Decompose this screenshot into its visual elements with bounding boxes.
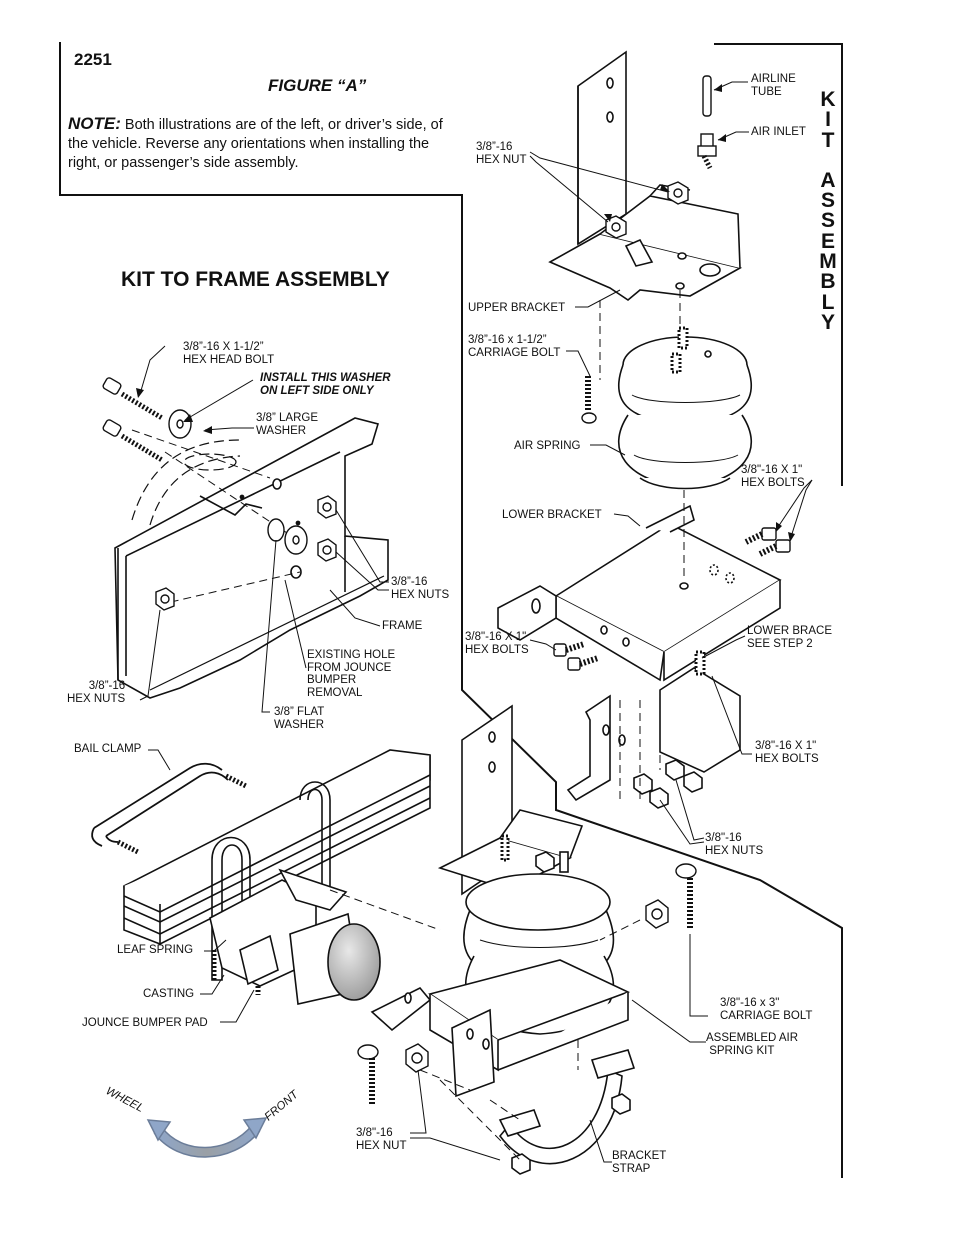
carriage-bolt-upper — [581, 376, 597, 424]
section-title: KIT TO FRAME ASSEMBLY — [121, 268, 390, 291]
side-title-letter: E — [820, 229, 835, 253]
label-large-washer: 3/8” LARGE WASHER — [256, 412, 318, 437]
side-title-letter: B — [820, 270, 836, 294]
assembled-leader-lines — [410, 934, 708, 1163]
figure-title: FIGURE “A” — [268, 76, 367, 95]
label-upper-bracket: UPPER BRACKET — [468, 302, 566, 314]
label-carriage-bolt-short: 3/8”-16 x 1-1/2” CARRIAGE BOLT — [468, 334, 561, 359]
page-number: 2251 — [74, 50, 112, 69]
assembled-upper-bracket — [437, 704, 584, 897]
frame-rail — [114, 417, 389, 699]
label-hex-nuts-frame: 3/8”-16 HEX NUTS — [391, 576, 450, 601]
assembled-dash-lines — [329, 889, 641, 1161]
label-hex-nuts-brace: 3/8"-16 HEX NUTS — [705, 832, 764, 857]
side-title-letter: A — [820, 168, 836, 192]
kit-box-border — [714, 43, 843, 486]
hex-head-bolt — [102, 377, 164, 463]
label-assembled-kit: ASSEMBLED AIR SPRING KIT — [706, 1032, 799, 1057]
assembled-lower-bracket — [370, 959, 631, 1098]
label-carriage-bolt-long: 3/8"-16 x 3" CARRIAGE BOLT — [720, 997, 813, 1022]
label-hex-bolts-brace: 3/8"-16 X 1" HEX BOLTS — [755, 740, 819, 765]
leaf-spring — [123, 749, 431, 945]
label-jounce-pad: JOUNCE BUMPER PAD — [82, 1017, 208, 1029]
label-lower-bracket: LOWER BRACKET — [502, 509, 602, 521]
bracket-strap — [498, 1049, 636, 1175]
air-spring-upper — [617, 326, 753, 490]
airline-tube — [697, 75, 717, 170]
note-text: Both illustrations are of the left, or d… — [68, 117, 443, 171]
side-title-letter: M — [819, 250, 837, 274]
label-flat-washer: 3/8” FLAT WASHER — [274, 706, 325, 731]
side-title-letter: I — [825, 108, 831, 132]
label-existing-hole: EXISTING HOLE FROM JOUNCE BUMPER REMOVAL — [307, 649, 396, 699]
label-hex-head-bolt: 3/8”-16 X 1-1/2” HEX HEAD BOLT — [183, 341, 275, 366]
label-hex-nut-top: 3/8”-16 HEX NUT — [476, 141, 527, 166]
label-bail-clamp: BAIL CLAMP — [74, 743, 142, 755]
jounce-bumper-pad — [289, 912, 381, 1005]
side-title-letter: Y — [820, 310, 835, 334]
note-prefix: NOTE: — [68, 114, 121, 133]
label-air-inlet: AIR INLET — [751, 126, 806, 138]
label-hex-nuts-frame-left: 3/8”-16 HEX NUTS — [67, 680, 126, 705]
upper-bracket — [548, 50, 743, 301]
casting — [209, 868, 348, 987]
note-box-border — [59, 42, 843, 1178]
label-hex-nut-bottom: 3/8"-16 HEX NUT — [356, 1127, 407, 1152]
label-frame: FRAME — [382, 620, 423, 632]
side-title-letter: S — [820, 209, 835, 233]
side-title: K I T A S S E M B L Y — [818, 88, 838, 334]
side-title-letter: L — [821, 290, 835, 314]
upper-hex-nuts — [605, 181, 689, 239]
frame-hex-nuts — [155, 495, 337, 611]
jounce-bracket-ghost — [131, 439, 241, 526]
leaf-leader-lines — [148, 749, 255, 1023]
label-airline-tube: AIRLINE TUBE — [751, 73, 796, 98]
side-title-letter: T — [821, 128, 835, 152]
label-casting: CASTING — [143, 988, 195, 1000]
side-title-letter: S — [820, 189, 835, 213]
frame-leader-lines — [139, 345, 389, 713]
label-leaf-spring: LEAF SPRING — [117, 944, 194, 956]
label-hex-bolts-right: 3/8"-16 X 1" HEX BOLTS — [741, 464, 805, 489]
kit-hex-bolts — [553, 527, 791, 671]
label-install-washer: INSTALL THIS WASHER ON LEFT SIDE ONLY — [260, 372, 391, 397]
assembled-fasteners — [357, 863, 697, 1104]
label-air-spring: AIR SPRING — [514, 440, 581, 452]
label-lower-brace: LOWER BRACE SEE STEP 2 — [747, 625, 832, 650]
note-block: NOTE: Both illustrations are of the left… — [68, 114, 458, 173]
bail-clamp — [91, 762, 248, 855]
direction-arrow-icon — [146, 1117, 268, 1158]
label-bracket-strap: BRACKET STRAP — [612, 1150, 667, 1175]
u-bolts — [211, 781, 331, 995]
lower-bracket — [497, 504, 782, 682]
frame-dash-lines — [131, 429, 301, 606]
lower-brace — [566, 650, 741, 809]
kit-dash-lines — [599, 290, 685, 800]
washers — [168, 409, 308, 555]
label-hex-bolts-left: 3/8"-16 X 1" HEX BOLTS — [465, 631, 529, 656]
side-title-letter: K — [820, 88, 836, 111]
